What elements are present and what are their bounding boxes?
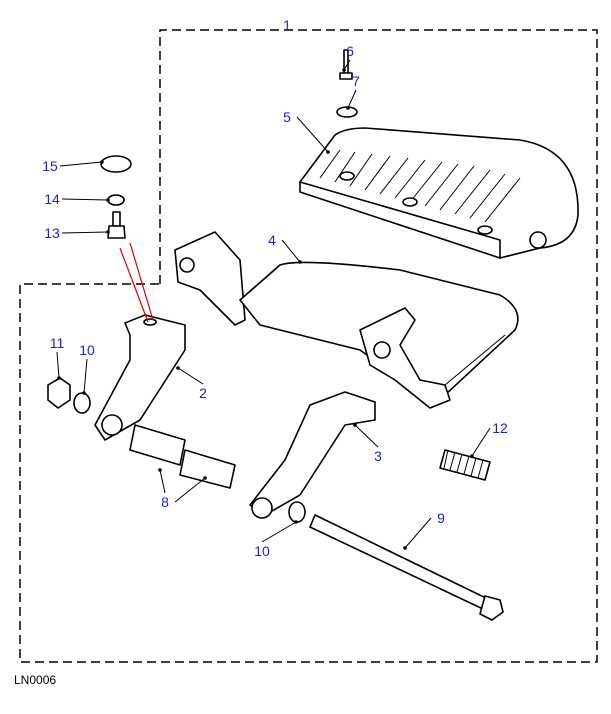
- leader-dot: [342, 68, 346, 72]
- leader-line: [404, 517, 432, 549]
- part-spring: [439, 449, 491, 481]
- leader-dot: [57, 376, 61, 380]
- callout-label: 9: [437, 510, 445, 526]
- callout-label: 4: [268, 232, 276, 248]
- part-nut-11: [47, 377, 71, 409]
- leader-dot: [203, 476, 207, 480]
- callout-5: 5: [283, 109, 330, 154]
- leader-dot: [106, 230, 110, 234]
- callout-3: 3: [353, 423, 382, 464]
- callout-11: 11: [50, 335, 65, 380]
- leader-line: [159, 469, 166, 494]
- callout-10: 10: [254, 520, 298, 559]
- leader-dot: [158, 468, 162, 472]
- reference-code: LN0006: [14, 673, 57, 687]
- leader-line: [261, 521, 297, 543]
- part-spacers: [129, 424, 236, 489]
- leader-line: [174, 477, 206, 503]
- leader-line: [343, 59, 351, 71]
- part-bracket-right: [249, 391, 376, 519]
- leader-line: [296, 116, 329, 153]
- leader-line: [354, 424, 379, 448]
- leader-line: [61, 231, 109, 234]
- callout-15: 15: [42, 158, 104, 174]
- leader-dot: [176, 366, 180, 370]
- leader-dot: [100, 160, 104, 164]
- callout-label: 1: [283, 17, 291, 33]
- callout-13: 13: [44, 225, 110, 241]
- callout-12: 12: [470, 420, 508, 458]
- leader-dot: [353, 423, 357, 427]
- leader-dot: [298, 260, 302, 264]
- part-long-bolt: [309, 514, 504, 621]
- part-bracket-left: [94, 314, 186, 441]
- callout-label: 12: [492, 420, 508, 436]
- part-washer-10b: [288, 501, 306, 523]
- leader-dot: [294, 520, 298, 524]
- leader-dot: [106, 198, 110, 202]
- callout-8: 8: [158, 468, 207, 510]
- callout-label: 7: [352, 73, 360, 89]
- callout-label: 15: [42, 158, 58, 174]
- callout-14: 14: [44, 191, 110, 207]
- assembly-boundary: [19, 29, 598, 663]
- callout-label: 3: [374, 448, 382, 464]
- leader-dot: [403, 546, 407, 550]
- leader-line: [59, 161, 103, 167]
- leader-line: [56, 351, 60, 379]
- callout-label: 10: [79, 342, 95, 358]
- leader-dot: [346, 106, 350, 110]
- leader-line: [471, 427, 491, 457]
- callout-label: 11: [50, 335, 65, 351]
- guide-line: [119, 247, 149, 323]
- callout-6: 6: [342, 43, 354, 72]
- callout-9: 9: [403, 510, 445, 550]
- guide-line: [129, 242, 154, 321]
- leader-line: [347, 89, 357, 109]
- callout-label: 6: [346, 43, 354, 59]
- callout-label: 2: [199, 385, 207, 401]
- leader-dot: [470, 454, 474, 458]
- part-washer-10: [73, 392, 91, 414]
- callout-label: 14: [44, 191, 60, 207]
- leader-line: [61, 198, 109, 201]
- leader-line: [177, 367, 204, 385]
- part-footplate: [299, 127, 579, 259]
- leader-dot: [326, 150, 330, 154]
- callout-label: 5: [283, 109, 291, 125]
- leader-line: [281, 239, 301, 263]
- callout-label: 10: [254, 543, 270, 559]
- callout-7: 7: [346, 73, 360, 110]
- callout-label: 8: [161, 494, 169, 510]
- part-spring-washer-14: [107, 194, 125, 206]
- part-bolt-13: [107, 211, 126, 239]
- callout-4: 4: [268, 232, 302, 264]
- part-pedal-frame: [174, 231, 519, 409]
- callout-2: 2: [176, 366, 207, 401]
- leader-dot: [82, 391, 86, 395]
- callout-label: 13: [44, 225, 60, 241]
- part-washer-15: [100, 155, 132, 173]
- leader-line: [83, 358, 88, 394]
- callout-1: 1: [283, 17, 291, 33]
- callout-10: 10: [79, 342, 95, 395]
